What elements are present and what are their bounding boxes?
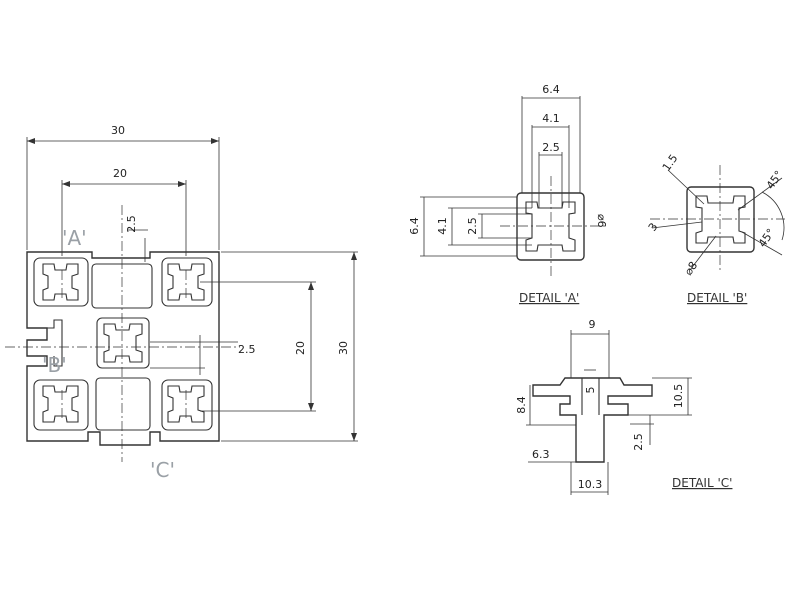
detail-a-text-mid-h: 4.1 (436, 217, 449, 235)
detail-a: 6.4 4.1 2.5 6.4 4.1 2.5 ⌀6 DETAIL 'A' (408, 83, 608, 305)
detail-b-text-bore: ⌀8 (682, 259, 700, 278)
detail-c-label: DETAIL 'C' (672, 476, 732, 490)
dim-text-pitch-v: 20 (294, 341, 307, 355)
dim-text-overall-height: 30 (337, 341, 350, 355)
detail-a-body (516, 192, 585, 261)
detail-b-text-angle-top: 45° (764, 168, 786, 191)
detail-b-leader-angle-top (737, 177, 783, 211)
detail-b-cavity (695, 195, 746, 244)
dim-text-offset-top: 2.5 (125, 215, 138, 233)
callout-c: 'C' (150, 458, 175, 482)
detail-c-text-base-offset: 6.3 (532, 448, 550, 461)
slot-left-lip (27, 319, 63, 367)
detail-b-leader-chamfer (667, 169, 705, 205)
detail-a-text-mid-w: 4.1 (542, 112, 560, 125)
detail-b: 1.5 45° 45° 3 ⌀8 DETAIL 'B' (646, 152, 786, 305)
cross-cavity-br (167, 385, 205, 423)
corner-pocket-tl (33, 257, 89, 307)
cross-cavity-tr (167, 263, 205, 301)
detail-c-text-opening: 9 (589, 318, 596, 331)
detail-b-body (686, 186, 755, 253)
core-body (96, 317, 150, 369)
detail-a-label: DETAIL 'A' (519, 291, 579, 305)
detail-a-text-outer-w: 6.4 (542, 83, 560, 96)
detail-b-text-chamfer: 1.5 (660, 152, 681, 174)
detail-c-text-base-width: 10.3 (578, 478, 603, 491)
main-profile-view: 30 20 2.5 2.5 20 30 'A' 'B' 'C' (5, 124, 358, 482)
detail-c: 9 5 8.4 10.5 2.5 6.3 10.3 DETAIL 'C' (515, 318, 732, 495)
detail-b-leader-angle-side (741, 231, 783, 256)
detail-a-text-inner-w: 2.5 (542, 141, 560, 154)
cross-cavity-tl (42, 263, 79, 301)
cross-cavity-bl (42, 385, 79, 423)
callout-a: 'A' (62, 226, 87, 250)
detail-a-text-hole: ⌀6 (595, 214, 608, 228)
dim-text-pitch-h: 20 (113, 167, 127, 180)
detail-c-text-lip: 2.5 (632, 433, 645, 451)
detail-b-leader-bore (689, 235, 717, 271)
detail-b-text-r3: 3 (646, 221, 661, 234)
corner-pocket-br (161, 379, 213, 431)
detail-b-label: DETAIL 'B' (687, 291, 747, 305)
detail-b-leader-r3 (651, 221, 703, 229)
dim-text-overall-width: 30 (111, 124, 125, 137)
callout-b: 'B' (42, 353, 67, 377)
detail-c-text-depth-inner: 5 (584, 387, 597, 394)
corner-pocket-bl (33, 379, 89, 431)
detail-b-text-angle-side: 45° (756, 226, 778, 249)
slot-bottom (95, 377, 151, 431)
detail-c-text-height-right: 10.5 (672, 384, 685, 409)
dim-text-offset-mid: 2.5 (238, 343, 256, 356)
detail-c-text-height-left: 8.4 (515, 396, 528, 414)
detail-a-text-outer-h: 6.4 (408, 217, 421, 235)
detail-a-text-inner-h: 2.5 (466, 217, 479, 235)
detail-b-angle-arc (761, 191, 785, 241)
core-cross-cavity (103, 323, 143, 363)
